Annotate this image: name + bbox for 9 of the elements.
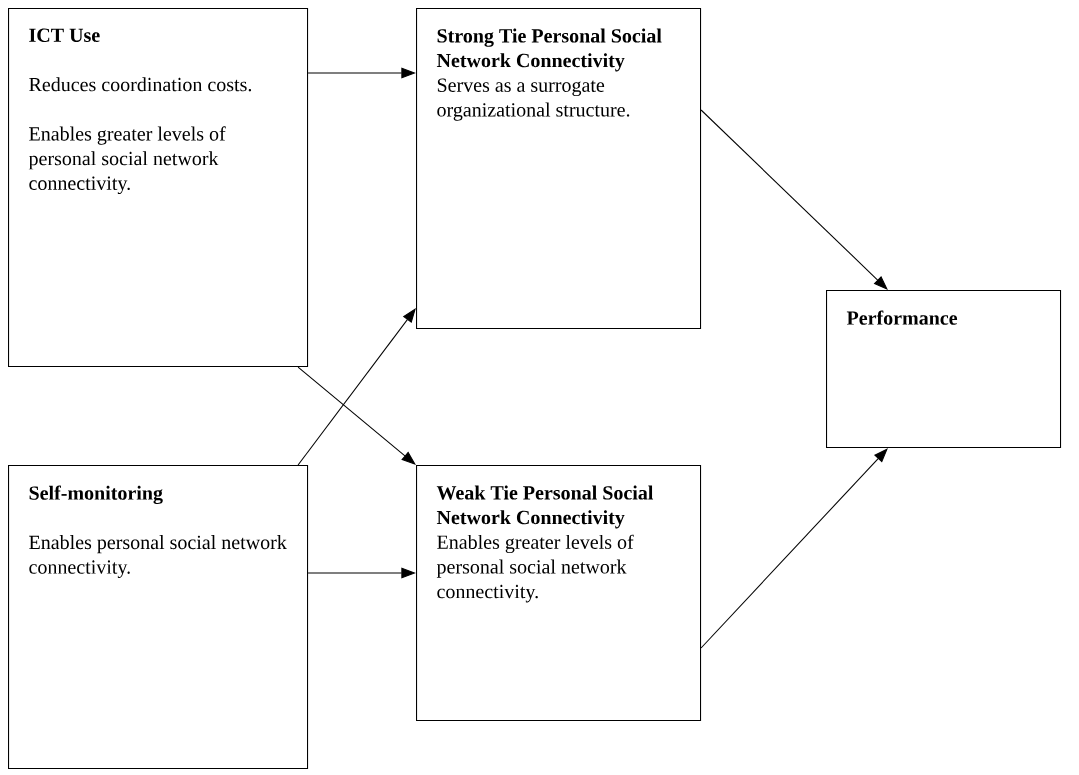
concept-box: Weak Tie Personal Social Network Connectivity Enables greater levels of personal social network connectivity. [416,465,702,722]
concept-box: Performance [826,290,1062,449]
concept-box: ICT Use Reduces coordination costs. Enables greater levels of personal social network connectivity. [8,8,309,368]
arrow [297,366,416,465]
arrow [700,109,888,290]
concept-box: Self-monitoring Enables personal social network connectivity. [8,465,309,770]
arrow [297,308,416,466]
arrow [700,448,888,649]
concept-box: Strong Tie Personal Social Network Connectivity Serves as a surrogate organizational structure. [416,8,702,330]
